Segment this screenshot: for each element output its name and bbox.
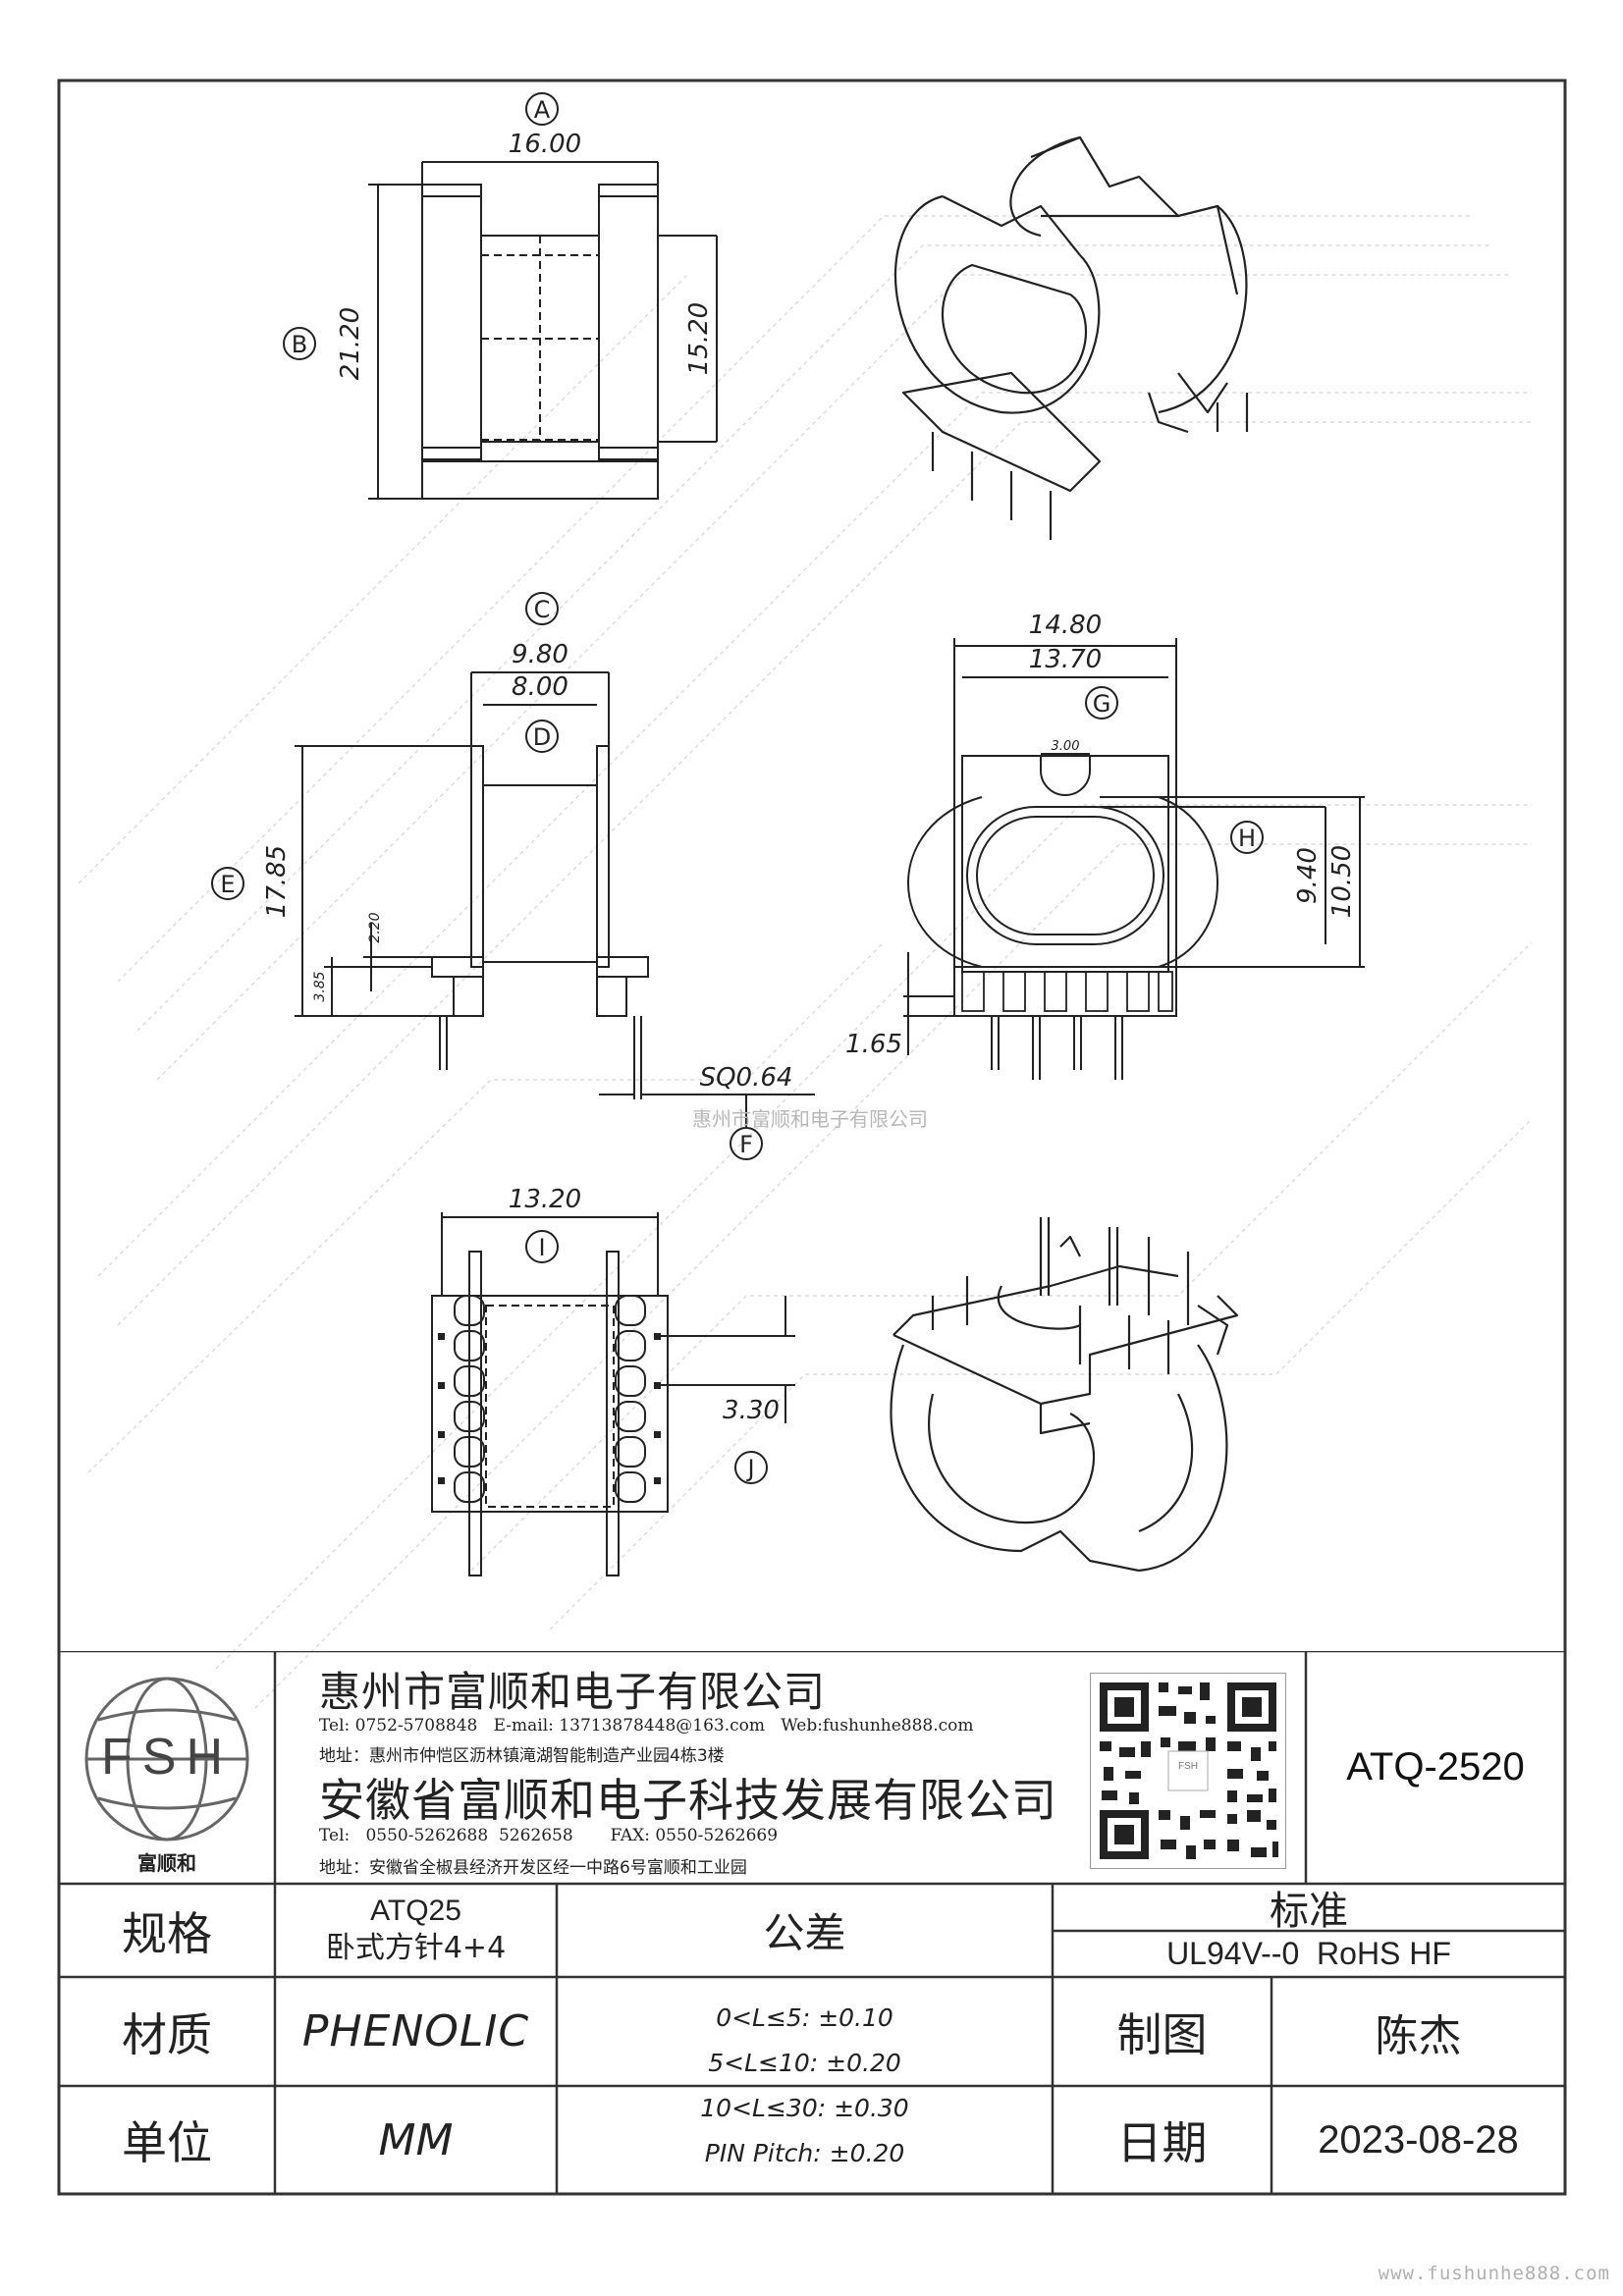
spec-model: ATQ25 [370,1894,461,1927]
company2-name: 安徽省富顺和电子科技发展有限公司 [319,1774,1057,1827]
logo-caption: 富顺和 [137,1851,196,1875]
tolerance-item: 5<L≤10: ±0.20 [708,2048,901,2077]
tolerance-item: 0<L≤5: ±0.10 [716,2002,893,2032]
qr-center-logo: FSH [1178,1761,1198,1772]
dim-j-value: 3.30 [723,1396,780,1425]
spec-type: 卧式方针4+4 [325,1930,507,1965]
drawn-value: 陈杰 [1375,2010,1462,2061]
dim-f-value: SQ0.64 [700,1063,793,1093]
marker-h: H [1238,825,1256,852]
material-value: PHENOLIC [301,2006,530,2056]
standard-value: UL94V--0 RoHS HF [1166,1936,1451,1971]
date-value: 2023-08-28 [1318,2117,1519,2162]
view-bottom [431,1212,795,1576]
view-side [295,671,815,1127]
view-top [368,161,718,500]
dim-a: A 16.00 [509,92,581,159]
background-watermark-lines [78,215,1533,1709]
spec-value: ATQ25 卧式方针4+4 [275,1884,557,1977]
dim-b: B 21.20 15.20 [283,302,714,380]
dim-pin-height-value: 1.65 [845,1030,902,1059]
dim-e-small2: 3.85 [312,971,328,1001]
company1-name: 惠州市富顺和电子有限公司 [319,1668,827,1716]
unit-value: MM [378,2114,454,2165]
marker-i: I [538,1234,545,1261]
unit-label: 单位 [122,2116,212,2169]
qr-code: FSH [1089,1672,1287,1870]
title-block: FSH 富顺和 惠州市富顺和电子有限公司 Tel: 0752-5708848 E… [59,1651,1565,2194]
standard-label: 标准 [1270,1889,1348,1934]
dim-i-value: 13.20 [509,1185,581,1214]
dim-g-slot-value: 3.00 [1052,739,1080,754]
dim-a-value: 16.00 [509,130,581,159]
dim-b-inner-value: 15.20 [684,302,714,375]
tolerance-item: PIN Pitch: ±0.20 [704,2138,905,2167]
spec-label: 规格 [122,1906,212,1960]
dim-c-d-e-f: C 9.80 8.00 D E 17.85 2.20 3.85 SQ0.64 F [211,592,793,1160]
marker-b: B [292,331,307,358]
view-iso-top [893,135,1249,540]
dim-g-inner-value: 13.70 [1029,645,1102,674]
dim-d-value: 8.00 [512,672,568,702]
marker-d: D [533,723,551,751]
view-front [903,638,1365,1080]
company2-contact: Tel: 0550-5262688 5262658 FAX: 0550-5262… [319,1826,779,1845]
material-label: 材质 [122,2007,212,2061]
date-label: 日期 [1116,2116,1208,2169]
marker-g: G [1093,690,1111,718]
dim-c-value: 9.80 [512,640,568,669]
company2-address: 地址：安徽省全椒县经济开发区经一中路6号富顺和工业园 [319,1858,747,1878]
drawing-border [57,79,1567,2196]
company-logo: FSH 富顺和 [69,1661,265,1877]
dim-i-j: 13.20 I 3.30 J [509,1185,780,1484]
drawn-label: 制图 [1116,2007,1208,2061]
marker-j: J [745,1455,754,1482]
company1-contact: Tel: 0752-5708848 E-mail: 13713878448@16… [319,1716,974,1735]
logo-text: FSH [101,1729,233,1786]
tolerance-list: 0<L≤5: ±0.10 5<L≤10: ±0.20 10<L≤30: ±0.3… [557,1977,1053,2194]
title-block-grid [59,1651,1565,2194]
marker-a: A [534,96,551,124]
footer-watermark: www.fushunhe888.com [1378,2263,1610,2284]
dim-e-value: 17.85 [262,845,292,918]
company1-address: 地址：惠州市仲恺区沥林镇滝湖智能制造产业园4栋3楼 [319,1746,725,1766]
dim-h-outer-value: 10.50 [1327,845,1357,918]
marker-e: E [220,871,235,898]
part-number: ATQ-2520 [1346,1745,1525,1789]
center-watermark: 惠州市富顺和电子有限公司 [692,1107,928,1131]
dim-h-inner-value: 9.40 [1293,847,1323,904]
globe-logo-icon [84,1677,249,1842]
view-iso-bottom [890,1217,1239,1573]
tolerance-item: 10<L≤30: ±0.30 [700,2093,909,2122]
dim-e-small1: 2.20 [367,912,383,942]
qr-code-icon: FSH [1089,1672,1287,1870]
dim-g-outer-value: 14.80 [1029,611,1102,640]
dim-b-value: 21.20 [336,307,365,380]
marker-f: F [739,1131,753,1158]
marker-c: C [534,596,551,623]
dim-g-h: 14.80 13.70 G 3.00 H 9.40 10.50 1.65 [845,611,1357,1059]
tolerance-label: 公差 [763,1909,846,1957]
